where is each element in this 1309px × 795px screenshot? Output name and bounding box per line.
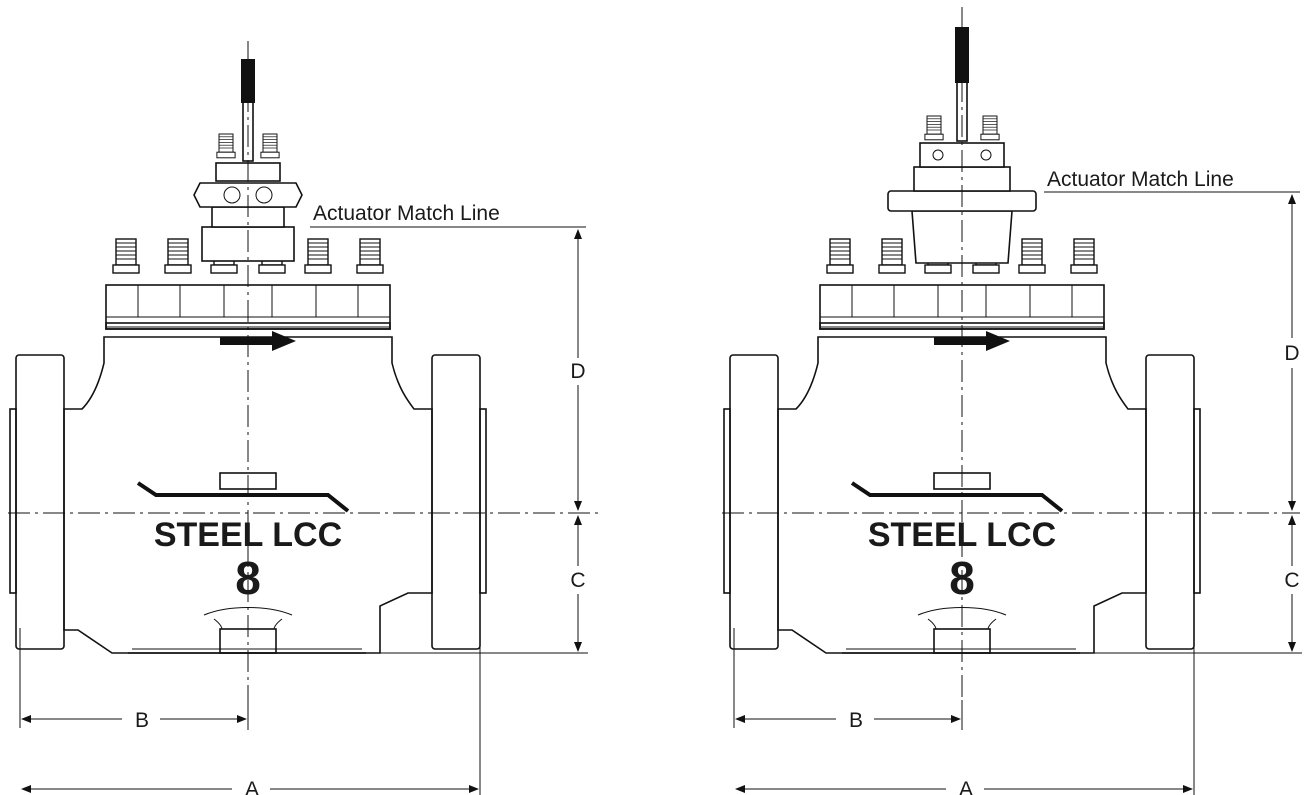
right-dim-b-label: B <box>849 709 863 732</box>
right-dim-a-label: A <box>959 778 973 795</box>
right-dim-c-label: C <box>1284 569 1299 592</box>
left-dim-c-label: C <box>570 569 585 592</box>
right-actuator-match-line-label: Actuator Match Line <box>1047 168 1234 191</box>
left-dim-a-label: A <box>245 778 259 795</box>
left-casting-material-text: STEEL LCC <box>154 516 342 554</box>
right-dimensions <box>733 191 1302 795</box>
right-casting-material-text: STEEL LCC <box>868 516 1056 554</box>
centerlines <box>8 10 1300 730</box>
left-actuator-match-line-label: Actuator Match Line <box>313 202 500 225</box>
left-dimensions <box>19 226 588 795</box>
left-dim-d-label: D <box>570 360 585 383</box>
right-casting-size-text: 8 <box>949 552 975 604</box>
right-dim-d-label: D <box>1284 342 1299 365</box>
left-casting-size-text: 8 <box>235 552 261 604</box>
left-dim-b-label: B <box>135 709 149 732</box>
